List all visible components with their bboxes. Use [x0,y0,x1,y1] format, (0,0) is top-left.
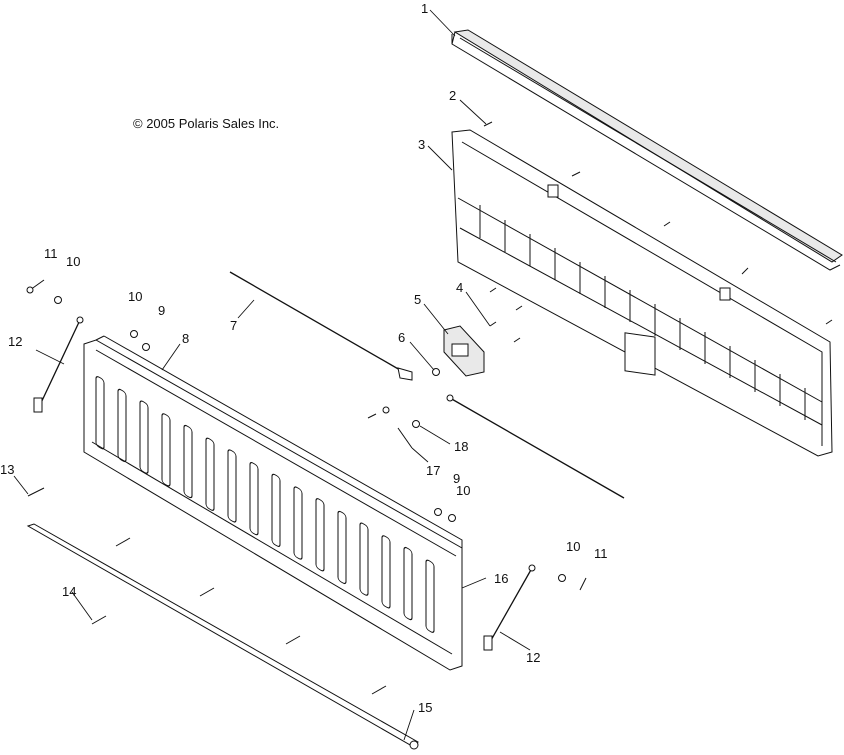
callout-10c: 10 [456,483,470,498]
nut [434,508,442,516]
callout-12: 12 [8,334,22,349]
bolt [199,587,215,597]
bolt [489,321,497,327]
nut [432,368,440,376]
bolt [285,635,301,645]
callout-16: 16 [494,571,508,586]
washer [130,330,138,338]
callout-12b: 12 [526,650,540,665]
part-handle [443,325,485,377]
bolt [115,537,131,547]
bolt [483,121,493,127]
bolt [371,685,387,695]
bolt [489,287,497,293]
callout-5: 5 [414,292,421,307]
part-hinge-rod [26,523,419,750]
part-top-cap [451,29,843,271]
callouts: 1 2 3 4 5 6 7 8 9 9 10 10 10 10 11 11 12… [0,1,608,715]
callout-13: 13 [0,462,14,477]
copyright-text: © 2005 Polaris Sales Inc. [133,116,279,131]
washer [558,574,566,582]
bolt [26,279,45,294]
callout-2: 2 [449,88,456,103]
part-latch-rod-left [229,271,413,381]
bolt [515,305,523,311]
callout-9: 9 [158,303,165,318]
callout-15: 15 [418,700,432,715]
nut [142,343,150,351]
bolt [27,487,45,497]
part-inner-frame [451,129,833,457]
washer [448,514,456,522]
fasteners [26,121,833,695]
bolt [663,221,671,227]
nut [382,406,390,414]
bolt [367,413,377,419]
washer [54,296,62,304]
bolt [741,267,749,275]
callout-10b: 10 [128,289,142,304]
callout-1: 1 [421,1,428,16]
callout-18: 18 [454,439,468,454]
callout-6: 6 [398,330,405,345]
bolt [513,337,521,343]
callout-14: 14 [62,584,76,599]
spring [397,427,413,449]
bolt [825,319,833,325]
callout-10: 10 [66,254,80,269]
callout-11b: 11 [594,546,608,561]
callout-9b: 9 [453,471,460,486]
callout-4: 4 [456,280,463,295]
callout-11: 11 [44,246,58,261]
callout-7: 7 [230,318,237,333]
callout-10d: 10 [566,539,580,554]
part-support-cable-right [483,564,536,651]
part-latch-rod-right [446,394,625,499]
callout-3: 3 [418,137,425,152]
bolt [571,171,581,177]
leader-lines [13,9,531,741]
part-outer-panel [83,335,463,671]
bolt [579,577,587,591]
bolt [91,615,107,625]
callout-8: 8 [182,331,189,346]
part-support-cable-left [33,316,84,413]
washer [412,420,420,428]
callout-17: 17 [426,463,440,478]
